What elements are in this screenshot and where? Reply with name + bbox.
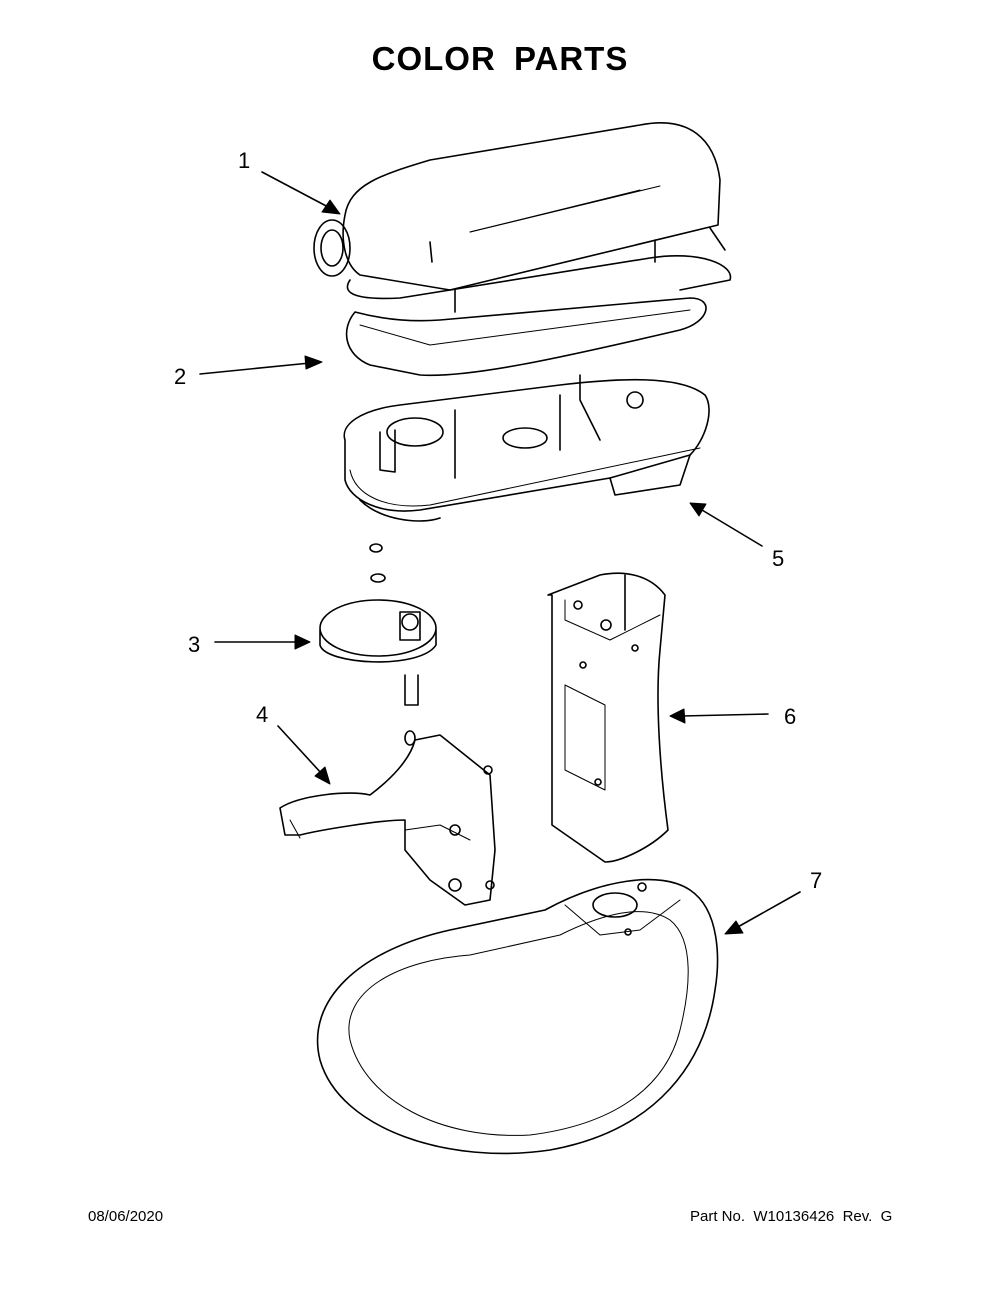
leader-arrow-7 <box>724 891 801 935</box>
callout-2: 2 <box>174 364 187 389</box>
leader-arrow-1 <box>261 171 341 215</box>
callout-3: 3 <box>188 632 201 657</box>
part-3-planetary <box>319 599 437 706</box>
leader-arrow-5 <box>689 502 763 547</box>
callout-4: 4 <box>256 702 269 727</box>
callout-5: 5 <box>772 546 785 571</box>
leader-arrow-6 <box>669 708 769 724</box>
callout-1: 1 <box>238 148 251 173</box>
callout-7: 7 <box>810 868 823 893</box>
part-small-fasteners <box>369 543 386 583</box>
part-7-base-plate <box>316 878 719 1155</box>
footer-date: 08/06/2020 <box>88 1208 164 1225</box>
leader-arrow-2 <box>199 355 323 375</box>
part-1-head-cover <box>313 122 732 313</box>
part-2-trim-band <box>345 297 707 377</box>
part-4-bowl-clamp-lever <box>279 730 496 906</box>
part-6-pedestal <box>547 572 669 863</box>
callout-6: 6 <box>784 704 797 729</box>
page-title: COLOR PARTS <box>371 40 629 77</box>
leader-arrow-3 <box>214 634 311 650</box>
footer-part-number: Part No. W10136426 Rev. G <box>690 1208 893 1225</box>
leader-arrow-4 <box>277 725 331 785</box>
part-5-motor-housing-base <box>343 374 710 522</box>
